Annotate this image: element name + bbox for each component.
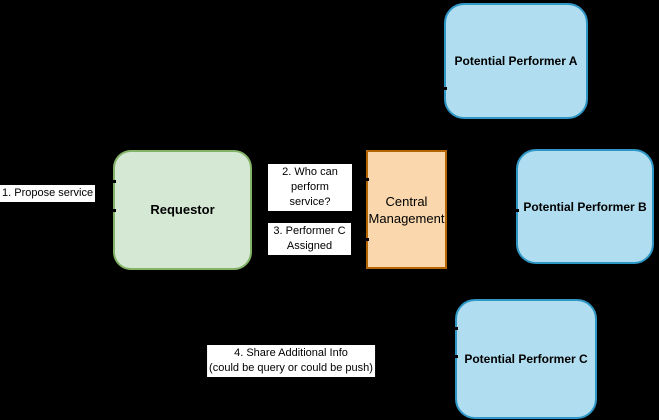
node-potential-performer-a-label: Potential Performer A bbox=[454, 54, 578, 68]
node-requestor-label: Requestor bbox=[150, 202, 215, 217]
connector-arrowhead-icon bbox=[454, 327, 458, 330]
node-potential-performer-c-label: Potential Performer C bbox=[464, 352, 588, 366]
node-central-management: Central Management bbox=[366, 150, 447, 269]
node-potential-performer-b-label: Potential Performer B bbox=[523, 199, 647, 214]
connector-arrowhead-icon bbox=[112, 209, 116, 212]
node-requestor: Requestor bbox=[113, 150, 252, 270]
connector-arrowhead-icon bbox=[112, 180, 116, 183]
node-potential-performer-a: Potential Performer A bbox=[444, 3, 588, 119]
edge-label-step-3: 3. Performer C Assigned bbox=[268, 223, 351, 255]
connector-arrowhead-icon bbox=[443, 87, 447, 90]
connector-arrowhead-icon bbox=[365, 178, 369, 181]
connector-arrowhead-icon bbox=[515, 209, 519, 212]
node-central-management-label: Central Management bbox=[368, 193, 445, 226]
connector-arrowhead-icon bbox=[454, 355, 458, 358]
node-potential-performer-c: Potential Performer C bbox=[455, 299, 597, 419]
edge-label-step-2: 2. Who can perform service? bbox=[268, 164, 352, 211]
edge-label-step-1: 1. Propose service bbox=[0, 185, 96, 202]
node-potential-performer-b: Potential Performer B bbox=[516, 149, 654, 264]
connector-arrowhead-icon bbox=[365, 238, 369, 241]
edge-label-step-4: 4. Share Additional Info (could be query… bbox=[207, 345, 375, 377]
